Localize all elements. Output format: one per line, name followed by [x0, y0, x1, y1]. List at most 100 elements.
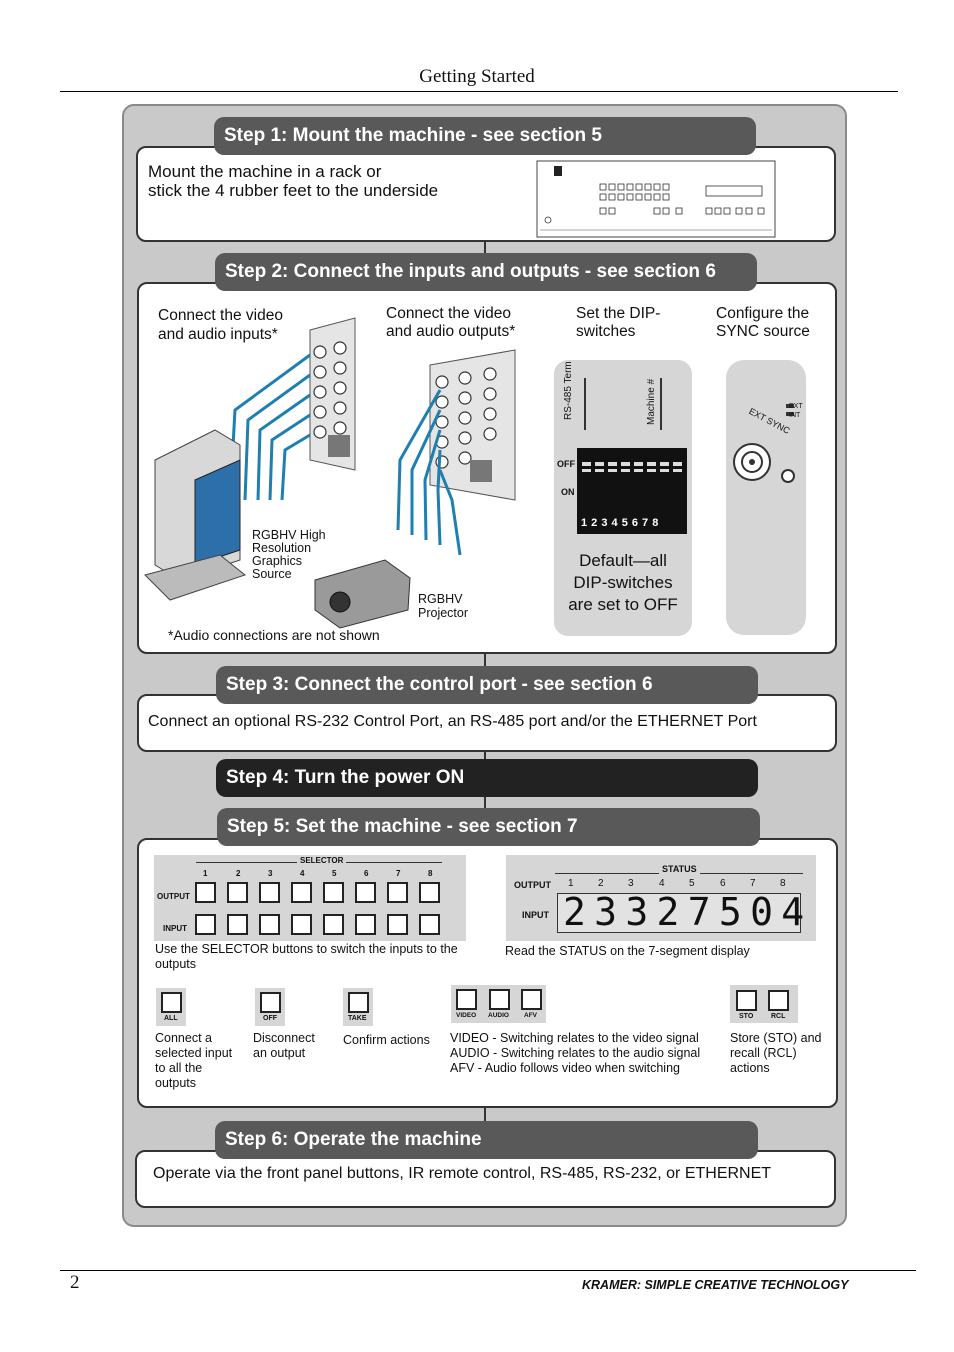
status-title: STATUS	[659, 864, 700, 874]
rcl-button[interactable]	[768, 990, 789, 1011]
sto-button-label: STO	[739, 1013, 754, 1020]
step1-text-line1: Mount the machine in a rack or	[148, 162, 382, 181]
dip-default-line2: DIP-switches	[573, 573, 673, 592]
source-label-1: RGBHV High	[252, 528, 326, 542]
selector-num-5: 5	[332, 869, 337, 878]
audio-button-label: AUDIO	[488, 1012, 509, 1019]
selector-num-3: 3	[268, 869, 273, 878]
step1-title: Step 1: Mount the machine - see section …	[214, 117, 756, 155]
mode-desc-1: VIDEO - Switching relates to the video s…	[450, 1031, 699, 1045]
selector-num-4: 4	[300, 869, 305, 878]
outputs-heading-line2: and audio outputs*	[386, 323, 516, 340]
footer-rule	[60, 1270, 916, 1271]
input-button-3[interactable]	[259, 914, 280, 935]
status-num-3: 3	[628, 878, 634, 889]
dip-machine-label: Machine #	[646, 378, 657, 425]
step6-title: Step 6: Operate the machine	[215, 1121, 758, 1159]
status-num-2: 2	[598, 878, 604, 889]
store-desc-1: Store (STO) and	[730, 1031, 822, 1045]
status-num-7: 7	[750, 878, 756, 889]
connector-3	[484, 750, 486, 762]
outputs-heading-line1: Connect the video	[386, 305, 511, 322]
input-button-6[interactable]	[355, 914, 376, 935]
output-button-4[interactable]	[291, 882, 312, 903]
output-button-1[interactable]	[195, 882, 216, 903]
step3-title: Step 3: Connect the control port - see s…	[216, 666, 758, 704]
selector-num-7: 7	[396, 869, 401, 878]
step2-title: Step 2: Connect the inputs and outputs -…	[215, 253, 757, 291]
bnc-connector-illustration	[733, 404, 795, 483]
off-button[interactable]	[260, 992, 281, 1013]
rcl-button-label: RCL	[771, 1013, 786, 1020]
selector-caption-line1: Use the SELECTOR buttons to switch the i…	[155, 942, 458, 956]
source-label-2: Resolution	[252, 541, 312, 555]
output-button-6[interactable]	[355, 882, 376, 903]
take-desc: Confirm actions	[343, 1033, 430, 1047]
afv-button-label: AFV	[524, 1012, 537, 1019]
sync-heading-line2: SYNC source	[716, 323, 810, 340]
status-input-label: INPUT	[522, 910, 549, 920]
input-button-4[interactable]	[291, 914, 312, 935]
page-header-title: Getting Started	[419, 66, 535, 87]
mode-desc-3: AFV - Audio follows video when switching	[450, 1061, 680, 1075]
output-button-8[interactable]	[419, 882, 440, 903]
selector-input-label: INPUT	[163, 924, 187, 933]
dip-off-label: OFF	[557, 459, 575, 469]
video-button[interactable]	[456, 989, 477, 1010]
take-button[interactable]	[348, 992, 369, 1013]
video-button-label: VIDEO	[456, 1012, 477, 1019]
status-num-1: 1	[568, 878, 574, 889]
dip-heading-line2: switches	[576, 323, 636, 340]
header-rule	[60, 91, 898, 92]
source-label-3: Graphics	[252, 554, 303, 568]
afv-button[interactable]	[521, 989, 542, 1010]
output-button-2[interactable]	[227, 882, 248, 903]
projector-label-2: Projector	[418, 606, 469, 620]
all-button-label: ALL	[164, 1015, 178, 1022]
sync-option-int: INT	[789, 412, 801, 419]
status-caption: Read the STATUS on the 7-segment display	[505, 944, 750, 958]
seven-segment-display	[557, 893, 801, 933]
status-num-6: 6	[720, 878, 726, 889]
store-desc-3: actions	[730, 1061, 770, 1075]
source-label-4: Source	[252, 567, 292, 581]
input-button-5[interactable]	[323, 914, 344, 935]
rs485-lead	[584, 378, 586, 430]
output-button-5[interactable]	[323, 882, 344, 903]
inputs-heading-line1: Connect the video	[158, 307, 283, 324]
step5-title: Step 5: Set the machine - see section 7	[217, 808, 760, 846]
inputs-heading-line2: and audio inputs*	[158, 326, 278, 343]
mode-desc-2: AUDIO - Switching relates to the audio s…	[450, 1046, 701, 1060]
all-desc-3: to all the	[155, 1061, 203, 1075]
step3-text: Connect an optional RS-232 Control Port,…	[148, 713, 757, 730]
input-button-1[interactable]	[195, 914, 216, 935]
input-button-7[interactable]	[387, 914, 408, 935]
selector-num-8: 8	[428, 869, 433, 878]
selector-title: SELECTOR	[297, 856, 347, 865]
projector-label-1: RGBHV	[418, 592, 463, 606]
step6-text: Operate via the front panel buttons, IR …	[153, 1165, 772, 1182]
output-button-3[interactable]	[259, 882, 280, 903]
footer-brand: KRAMER: SIMPLE CREATIVE TECHNOLOGY	[582, 1278, 849, 1292]
dip-rs485-label: RS-485 Term	[563, 361, 574, 420]
audio-button[interactable]	[489, 989, 510, 1010]
sync-option-ext: EXT	[789, 403, 803, 410]
store-desc-2: recall (RCL)	[730, 1046, 797, 1060]
sto-button[interactable]	[736, 990, 757, 1011]
seven-segment-digits: 23327504	[563, 890, 813, 934]
sync-heading-line1: Configure the	[716, 305, 810, 322]
input-button-8[interactable]	[419, 914, 440, 935]
all-button[interactable]	[161, 992, 182, 1013]
input-button-2[interactable]	[227, 914, 248, 935]
selector-caption-line2: outputs	[155, 957, 197, 971]
all-desc-1: Connect a	[155, 1031, 212, 1045]
page-number: 2	[70, 1272, 80, 1293]
wiring-illustration	[144, 317, 516, 629]
connector-2	[484, 652, 486, 670]
status-num-5: 5	[689, 878, 695, 889]
off-button-label: OFF	[263, 1015, 277, 1022]
selector-num-1: 1	[203, 869, 208, 878]
all-desc-4: outputs	[155, 1076, 197, 1090]
output-button-7[interactable]	[387, 882, 408, 903]
off-desc-2: an output	[253, 1046, 306, 1060]
